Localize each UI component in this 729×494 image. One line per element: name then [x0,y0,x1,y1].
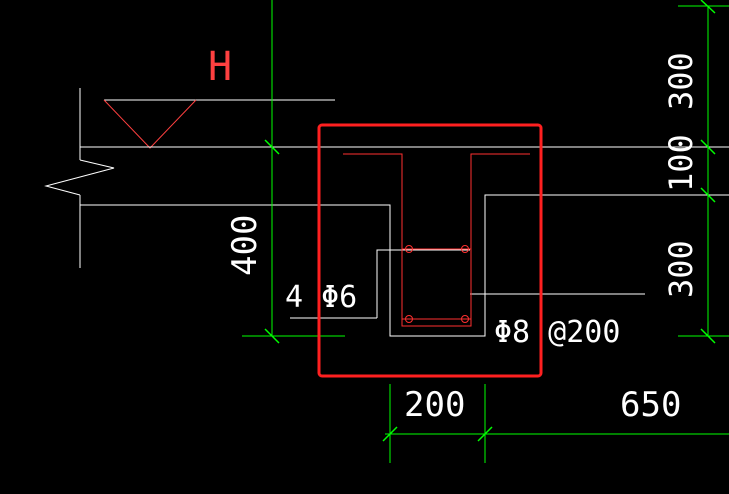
dimension-right [678,0,729,344]
highlight-box [317,123,543,378]
beam-outline [80,146,729,337]
dim-width-label: 200 [404,385,465,425]
dimension-bottom [382,384,729,463]
wall-height-label: 400 [225,215,265,276]
dim-top-label: 300 [662,52,700,110]
rebar-dot [405,245,413,253]
stirrup-spec-label: Φ8 @200 [494,315,620,350]
rebar-dot [461,245,469,253]
dim-bottom-label: 300 [662,240,700,298]
rebar-dot [461,315,469,323]
rebar-cage [343,153,530,327]
dim-middle-label: 100 [662,134,700,192]
elevation-mark-label: H [208,44,232,90]
longitudinal-rebar-label: 4 Φ6 [285,280,357,315]
dimension-left [242,0,345,344]
dim-span-label: 650 [620,385,681,425]
rebar-dot [405,315,413,323]
elevation-marker [103,99,335,149]
break-line [44,88,115,268]
